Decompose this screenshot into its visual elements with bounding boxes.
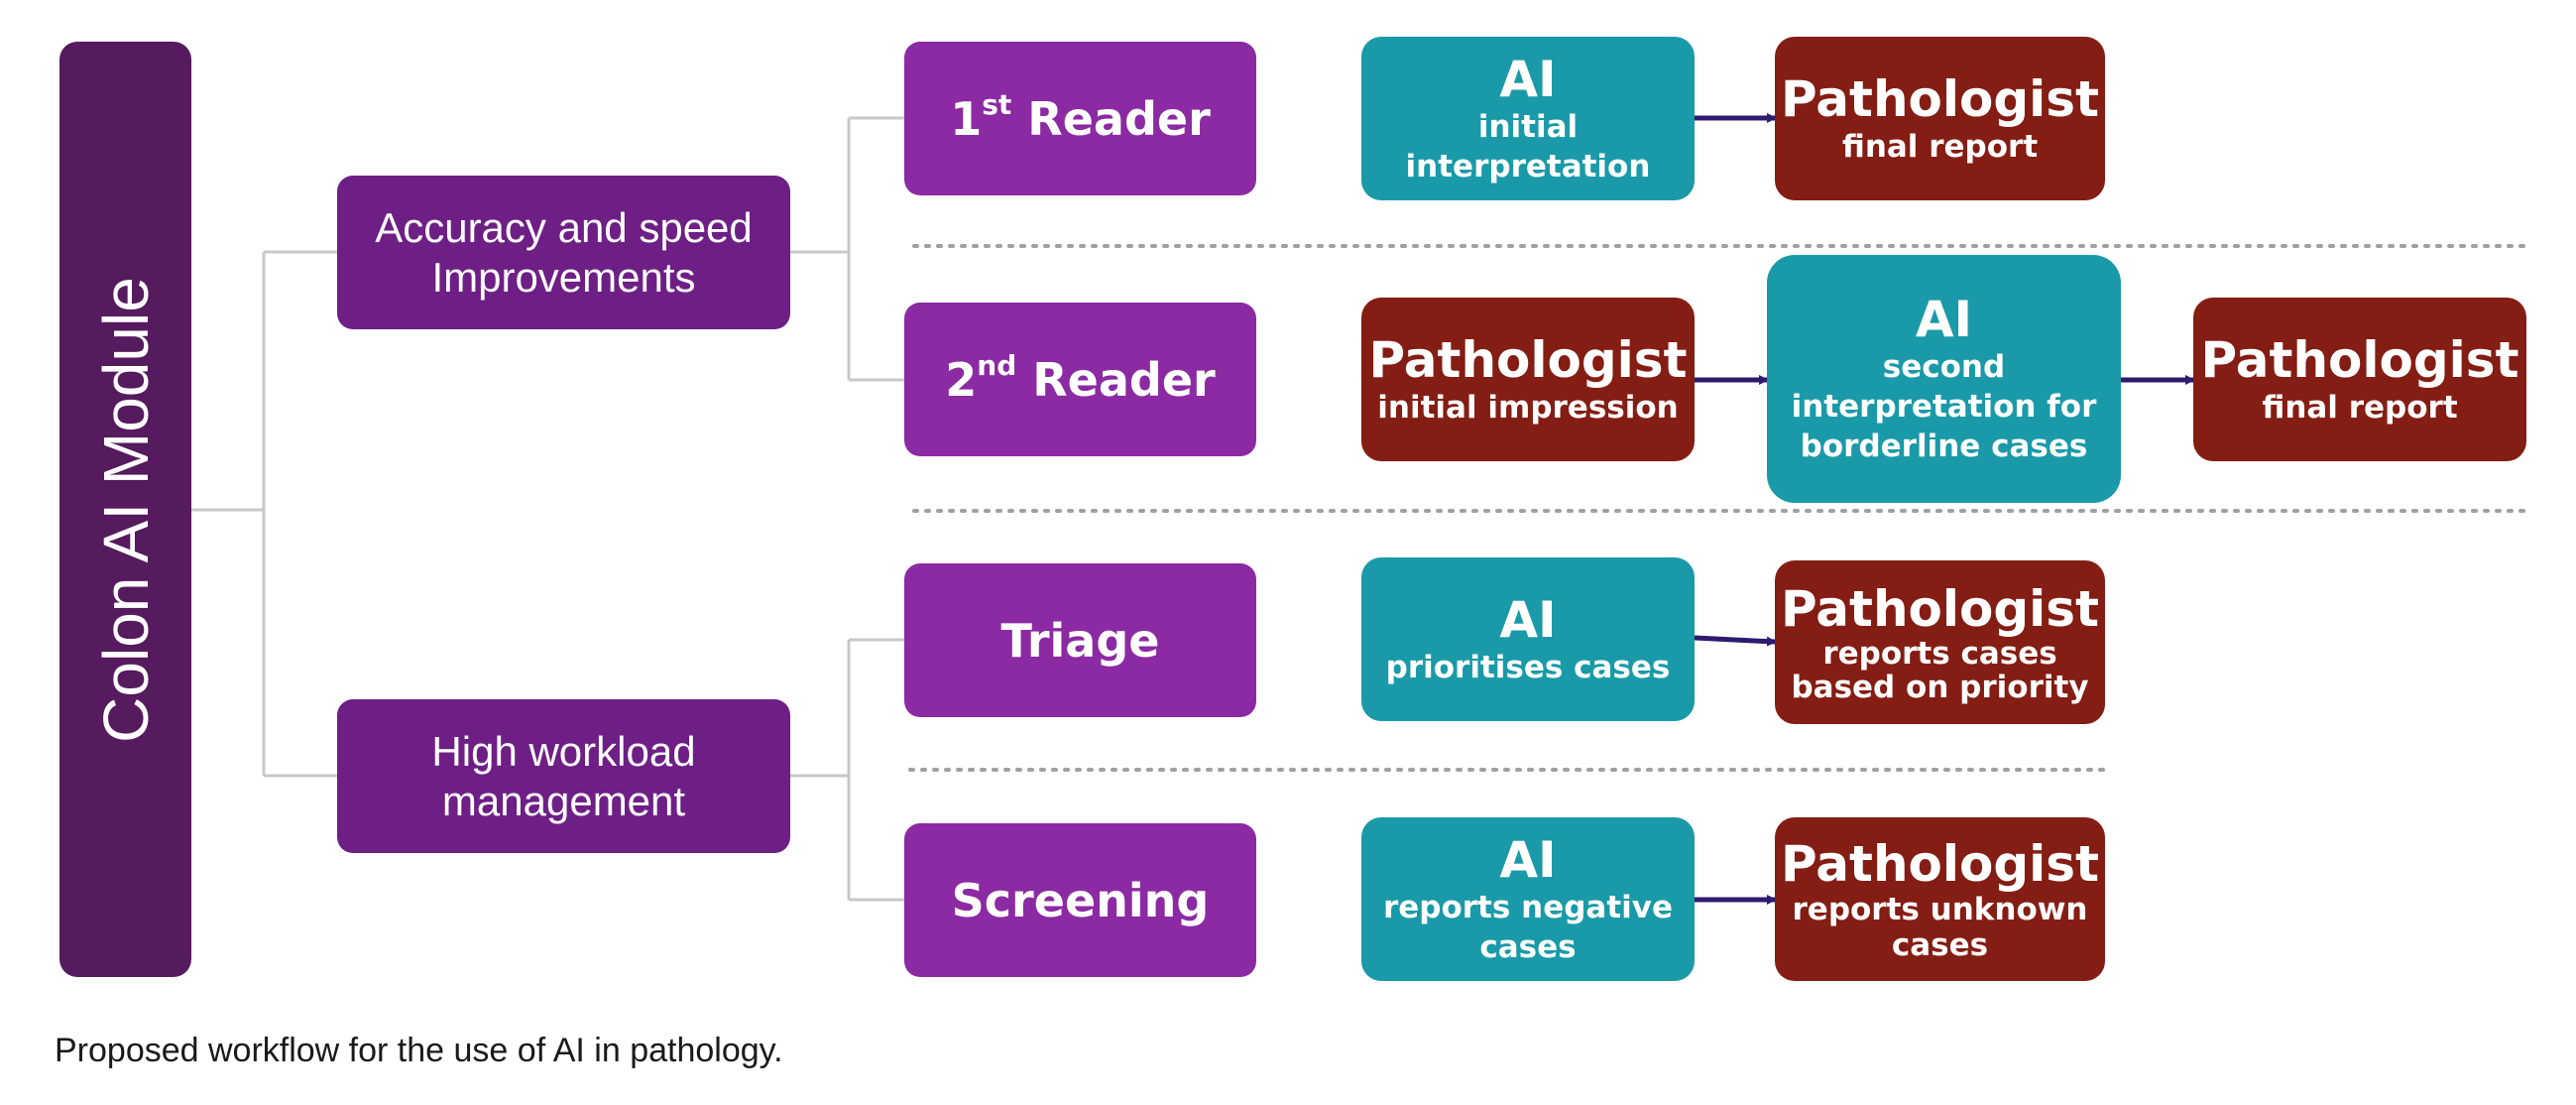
ai-reports-negative-box: AI reports negative cases — [1361, 817, 1695, 981]
role-first-reader-suffix: st — [982, 87, 1012, 121]
ai-title: AI — [1499, 50, 1557, 108]
category-workload-line2: management — [441, 777, 686, 824]
tree-connector-lines — [191, 116, 904, 902]
pathologist-desc-line1: initial impression — [1377, 389, 1679, 426]
figure-caption: Proposed workflow for the use of AI in p… — [55, 1032, 783, 1069]
pathologist-title: Pathologist — [2200, 330, 2519, 389]
ai-desc-line2: cases — [1479, 928, 1577, 965]
category-accuracy-speed: Accuracy and speed Improvements — [337, 176, 790, 329]
pathologist-desc-line1: final report — [1841, 128, 2039, 165]
pathologist-initial-impression-box: Pathologist initial impression — [1361, 298, 1695, 461]
pathologist-title: Pathologist — [1781, 69, 2099, 128]
role-second-reader: 2nd Reader — [904, 303, 1256, 456]
ai-title: AI — [1915, 291, 1973, 348]
ai-desc-line2: interpretation for — [1791, 389, 2097, 425]
dotted-separators — [908, 244, 2530, 772]
pathologist-desc-line1: reports unknown — [1792, 891, 2088, 927]
pathologist-desc-line2: based on priority — [1791, 669, 2089, 705]
ai-desc-line2: interpretation — [1405, 148, 1651, 184]
arrow-triage — [1694, 635, 1777, 647]
pathologist-title: Pathologist — [1781, 834, 2099, 893]
category-high-workload: High workload management — [337, 699, 790, 853]
ai-prioritises-cases-box: AI prioritises cases — [1361, 557, 1695, 721]
role-screening-label: Screening — [951, 873, 1210, 927]
role-first-reader-label: 1st Reader — [950, 88, 1211, 146]
ai-desc-line1: prioritises cases — [1385, 649, 1671, 685]
category-accuracy-line1: Accuracy and speed — [375, 203, 753, 251]
role-second-reader-text: Reader — [1032, 352, 1216, 407]
pathologist-final-report-box-2: Pathologist final report — [2193, 298, 2526, 461]
ai-title: AI — [1499, 590, 1557, 649]
module-label: Colon AI Module — [89, 276, 162, 743]
pathologist-desc-line2: cases — [1891, 926, 1989, 963]
role-second-reader-suffix: nd — [977, 348, 1017, 382]
role-second-reader-label: 2nd Reader — [945, 349, 1216, 407]
pathologist-final-report-box: Pathologist final report — [1775, 37, 2105, 200]
pathologist-desc-line1: reports cases — [1822, 635, 2057, 672]
colon-ai-module: Colon AI Module — [59, 42, 191, 977]
ai-initial-interpretation-box: AI initial interpretation — [1361, 37, 1695, 200]
role-triage: Triage — [904, 563, 1256, 717]
role-first-reader-text: Reader — [1027, 91, 1211, 146]
pathologist-title: Pathologist — [1368, 330, 1688, 389]
ai-title: AI — [1499, 830, 1557, 889]
role-first-reader: 1st Reader — [904, 42, 1256, 195]
ai-desc-line1: initial — [1477, 108, 1579, 145]
ai-second-interpretation-box: AI second interpretation for borderline … — [1767, 255, 2121, 503]
role-triage-label: Triage — [1000, 613, 1160, 668]
pathologist-reports-unknown-box: Pathologist reports unknown cases — [1775, 817, 2105, 981]
flow-arrows — [1694, 113, 2195, 905]
category-workload-line1: High workload — [431, 727, 696, 775]
ai-desc-line3: borderline cases — [1800, 429, 2088, 464]
category-accuracy-line2: Improvements — [431, 253, 696, 301]
ai-desc-line1: reports negative — [1382, 889, 1674, 925]
role-first-reader-number: 1 — [950, 91, 983, 146]
pathologist-reports-priority-box: Pathologist reports cases based on prior… — [1775, 560, 2105, 724]
ai-desc-line1: second — [1882, 349, 2006, 385]
pathologist-title: Pathologist — [1781, 579, 2099, 638]
pathologist-desc-line1: final report — [2262, 389, 2458, 426]
role-second-reader-number: 2 — [945, 352, 978, 407]
role-screening: Screening — [904, 823, 1256, 977]
